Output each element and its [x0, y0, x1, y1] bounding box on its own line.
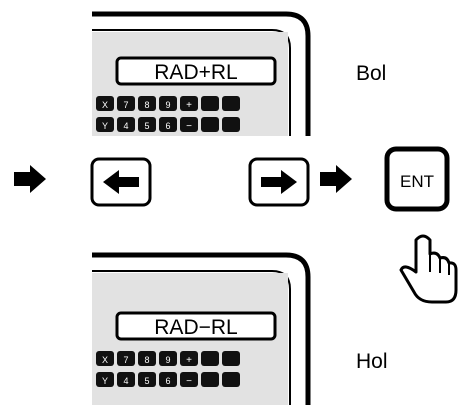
bottom-key-x [96, 351, 114, 366]
top-display [115, 56, 277, 86]
bottom-key-5 [138, 372, 156, 387]
hand-outline [399, 234, 458, 304]
top-key-6 [159, 117, 177, 132]
bottom-key-x-label: X [102, 355, 108, 365]
top-key-fn-2 [222, 96, 240, 111]
top-key-plus [180, 96, 198, 111]
right-arrow-icon [320, 165, 352, 193]
top-key-y-label: Y [102, 121, 108, 131]
top-key-7-label: 7 [123, 100, 128, 110]
top-key-x-label: X [102, 100, 108, 110]
bottom-key-fn-4 [222, 372, 240, 387]
bottom-key-6 [159, 372, 177, 387]
top-key-6-label: 6 [165, 121, 170, 131]
bottom-key-fn-1 [201, 351, 219, 366]
bottom-key-9-label: 9 [165, 355, 170, 365]
top-key-4-label: 4 [123, 121, 128, 131]
bottom-display [115, 311, 277, 341]
top-key-5 [138, 117, 156, 132]
right-arrow-key [248, 157, 310, 207]
enter-key-frame [384, 146, 450, 212]
top-key-plus-label: + [186, 100, 192, 111]
right-arrow-icon [261, 170, 297, 194]
top-keypad-row-2: Y 4 5 6 − [96, 117, 240, 132]
bottom-key-5-label: 5 [144, 376, 149, 386]
bottom-keypad-row-2: Y 4 5 6 − [96, 372, 240, 387]
top-key-minus-label: − [186, 121, 192, 132]
left-arrow-icon [103, 170, 139, 194]
bottom-display-text: RAD−RL [154, 316, 237, 339]
bottom-key-plus [180, 351, 198, 366]
top-key-5-label: 5 [144, 121, 149, 131]
bottom-key-4 [117, 372, 135, 387]
bottom-key-y-label: Y [102, 376, 108, 386]
top-key-fn-4 [222, 117, 240, 132]
bottom-key-9 [159, 351, 177, 366]
bottom-key-minus-label: − [186, 376, 192, 387]
bottom-caption: Hol [356, 350, 388, 373]
flow-arrow-2 [320, 165, 352, 193]
top-keypad-row-1: X 7 8 9 + [96, 96, 240, 111]
top-console: RAD+RL X 7 8 9 + Y 4 5 6 − [92, 11, 311, 136]
enter-key: ENT [384, 146, 450, 212]
bottom-key-6-label: 6 [165, 376, 170, 386]
bottom-console-outline [92, 252, 311, 405]
top-key-fn-3 [201, 117, 219, 132]
top-caption: Bol [356, 62, 387, 85]
top-key-x [96, 96, 114, 111]
bottom-console: RAD−RL X 7 8 9 + Y 4 5 6 − [92, 252, 311, 405]
bottom-keypad-row-1: X 7 8 9 + [96, 351, 240, 366]
bottom-key-minus [180, 372, 198, 387]
flow-arrow-1 [14, 165, 46, 193]
bottom-key-8-label: 8 [144, 355, 149, 365]
bottom-key-7-label: 7 [123, 355, 128, 365]
pointing-hand-icon [399, 234, 458, 304]
top-key-8 [138, 96, 156, 111]
bottom-key-fn-3 [201, 372, 219, 387]
right-arrow-icon [14, 165, 46, 193]
top-key-fn-1 [201, 96, 219, 111]
top-display-text: RAD+RL [154, 61, 237, 84]
bottom-key-plus-label: + [186, 355, 192, 366]
top-key-7 [117, 96, 135, 111]
top-key-y [96, 117, 114, 132]
left-arrow-key [90, 157, 152, 207]
bottom-key-8 [138, 351, 156, 366]
bottom-key-7 [117, 351, 135, 366]
top-console-outline [92, 11, 311, 136]
top-key-9-label: 9 [165, 100, 170, 110]
top-key-4 [117, 117, 135, 132]
bottom-key-y [96, 372, 114, 387]
bottom-key-4-label: 4 [123, 376, 128, 386]
top-key-9 [159, 96, 177, 111]
top-key-8-label: 8 [144, 100, 149, 110]
enter-key-label: ENT [400, 172, 434, 191]
bottom-key-fn-2 [222, 351, 240, 366]
top-key-minus [180, 117, 198, 132]
